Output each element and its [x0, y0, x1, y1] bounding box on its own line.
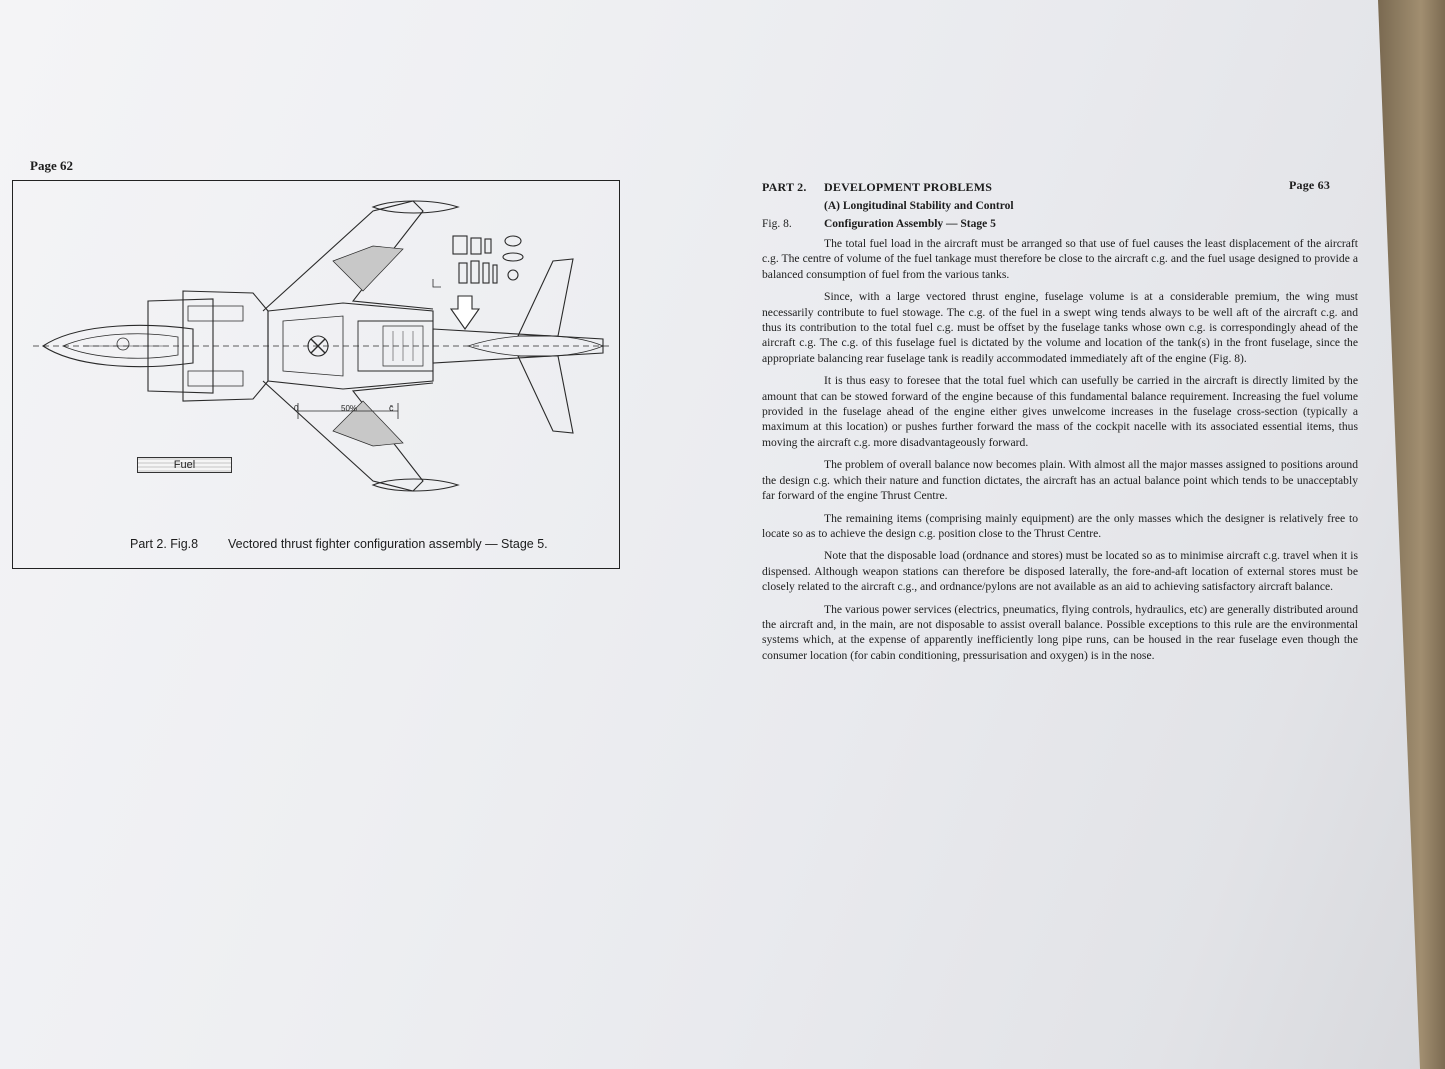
fuel-legend: Fuel [137, 457, 232, 473]
figure-title: Configuration Assembly — Stage 5 [824, 218, 996, 230]
paragraph-disposable-load: Note that the disposable load (ordnance … [762, 549, 1358, 594]
paragraph-fuel-stowage: Since, with a large vectored thrust engi… [762, 290, 1358, 365]
paragraph-power-services: The various power services (electrics, p… [762, 602, 1358, 662]
part-label: PART 2. [762, 180, 807, 194]
paragraph-remaining-items: The remaining items (comprising mainly e… [762, 511, 1358, 540]
paragraph-overall-balance: The problem of overall balance now becom… [762, 458, 1358, 503]
paragraph-fuel-load: The total fuel load in the aircraft must… [762, 237, 1358, 281]
part-title: DEVELOPMENT PROBLEMS [824, 180, 993, 194]
scale-zero-label: 0 [294, 404, 299, 413]
figure-heading: Fig. 8. Configuration Assembly — Stage 5 [762, 218, 1358, 236]
right-page: PART 2. DEVELOPMENT PROBLEMS Page 63 (A)… [762, 178, 1358, 670]
scale-fifty-label: 50% [341, 404, 357, 413]
aircraft-configuration-drawing: 0 50% c̄ [33, 200, 613, 492]
figure-frame: 0 50% c̄ Fuel Part 2. Fig.8 Vectored thru… [12, 180, 620, 569]
paragraph-fuel-limit: It is thus easy to foresee that the tota… [762, 374, 1358, 449]
caption-text: Vectored thrust fighter configuration as… [228, 537, 548, 551]
figure-caption: Part 2. Fig.8 Vectored thrust fighter con… [130, 537, 548, 551]
page-number-right: Page 63 [1289, 178, 1331, 192]
figure-ref: Fig. 8. [762, 218, 792, 230]
caption-ref: Part 2. Fig.8 [130, 537, 199, 551]
section-title: (A) Longitudinal Stability and Control [824, 200, 1014, 212]
scale-chord-label: c̄ [389, 403, 394, 413]
page-number-left: Page 62 [30, 158, 73, 173]
section-heading: (A) Longitudinal Stability and Control [762, 200, 1358, 218]
page-header: PART 2. DEVELOPMENT PROBLEMS Page 63 [762, 178, 1358, 200]
